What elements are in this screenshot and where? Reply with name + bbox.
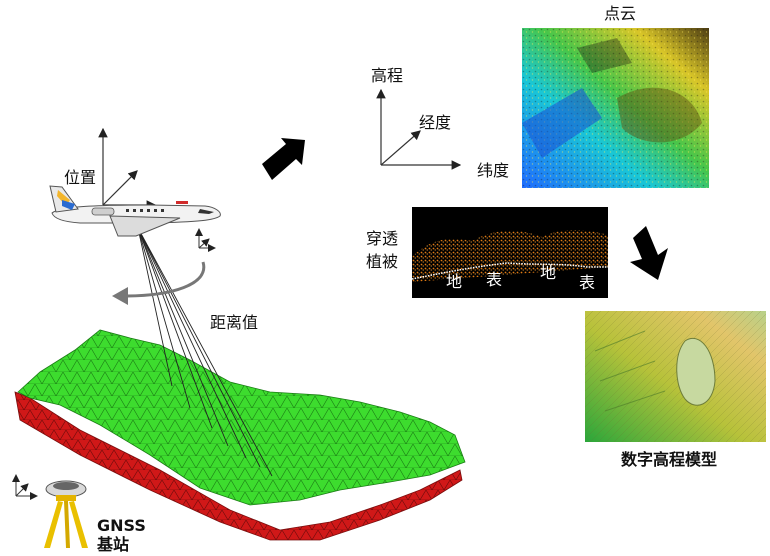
aircraft-icon xyxy=(49,185,221,237)
terrain-model xyxy=(14,329,466,541)
vegetation-profile-image: 地 表 地 表 xyxy=(412,207,608,298)
gnss-label: GNSS xyxy=(97,516,146,535)
aircraft-axes xyxy=(98,127,157,210)
dem-image xyxy=(585,311,766,442)
body-axes xyxy=(195,228,216,252)
rotation-arrow-icon xyxy=(112,261,206,305)
point-cloud-image xyxy=(522,28,709,188)
gnss-axes xyxy=(12,474,38,500)
point-cloud-title: 点云 xyxy=(604,4,637,23)
dem-title: 数字高程模型 xyxy=(621,450,718,469)
longitude-label: 经度 xyxy=(419,113,452,132)
ground-label: 表 xyxy=(579,273,596,292)
laser-beams xyxy=(137,227,273,477)
flow-arrow-icon xyxy=(630,226,668,280)
flow-arrow-icon xyxy=(262,138,305,180)
latitude-label: 纬度 xyxy=(477,161,510,180)
penetrate-label: 穿透 xyxy=(366,229,399,248)
position-label: 位置 xyxy=(64,168,97,187)
ground-label: 表 xyxy=(486,270,503,289)
geo-axes xyxy=(376,88,462,170)
base-station-label: 基站 xyxy=(97,535,130,554)
vegetation-label: 植被 xyxy=(366,252,399,271)
elevation-label: 高程 xyxy=(371,66,404,85)
ground-label: 地 xyxy=(446,272,463,291)
range-label: 距离值 xyxy=(210,313,259,332)
gnss-tripod-icon xyxy=(44,480,88,548)
ground-label: 地 xyxy=(540,263,557,282)
